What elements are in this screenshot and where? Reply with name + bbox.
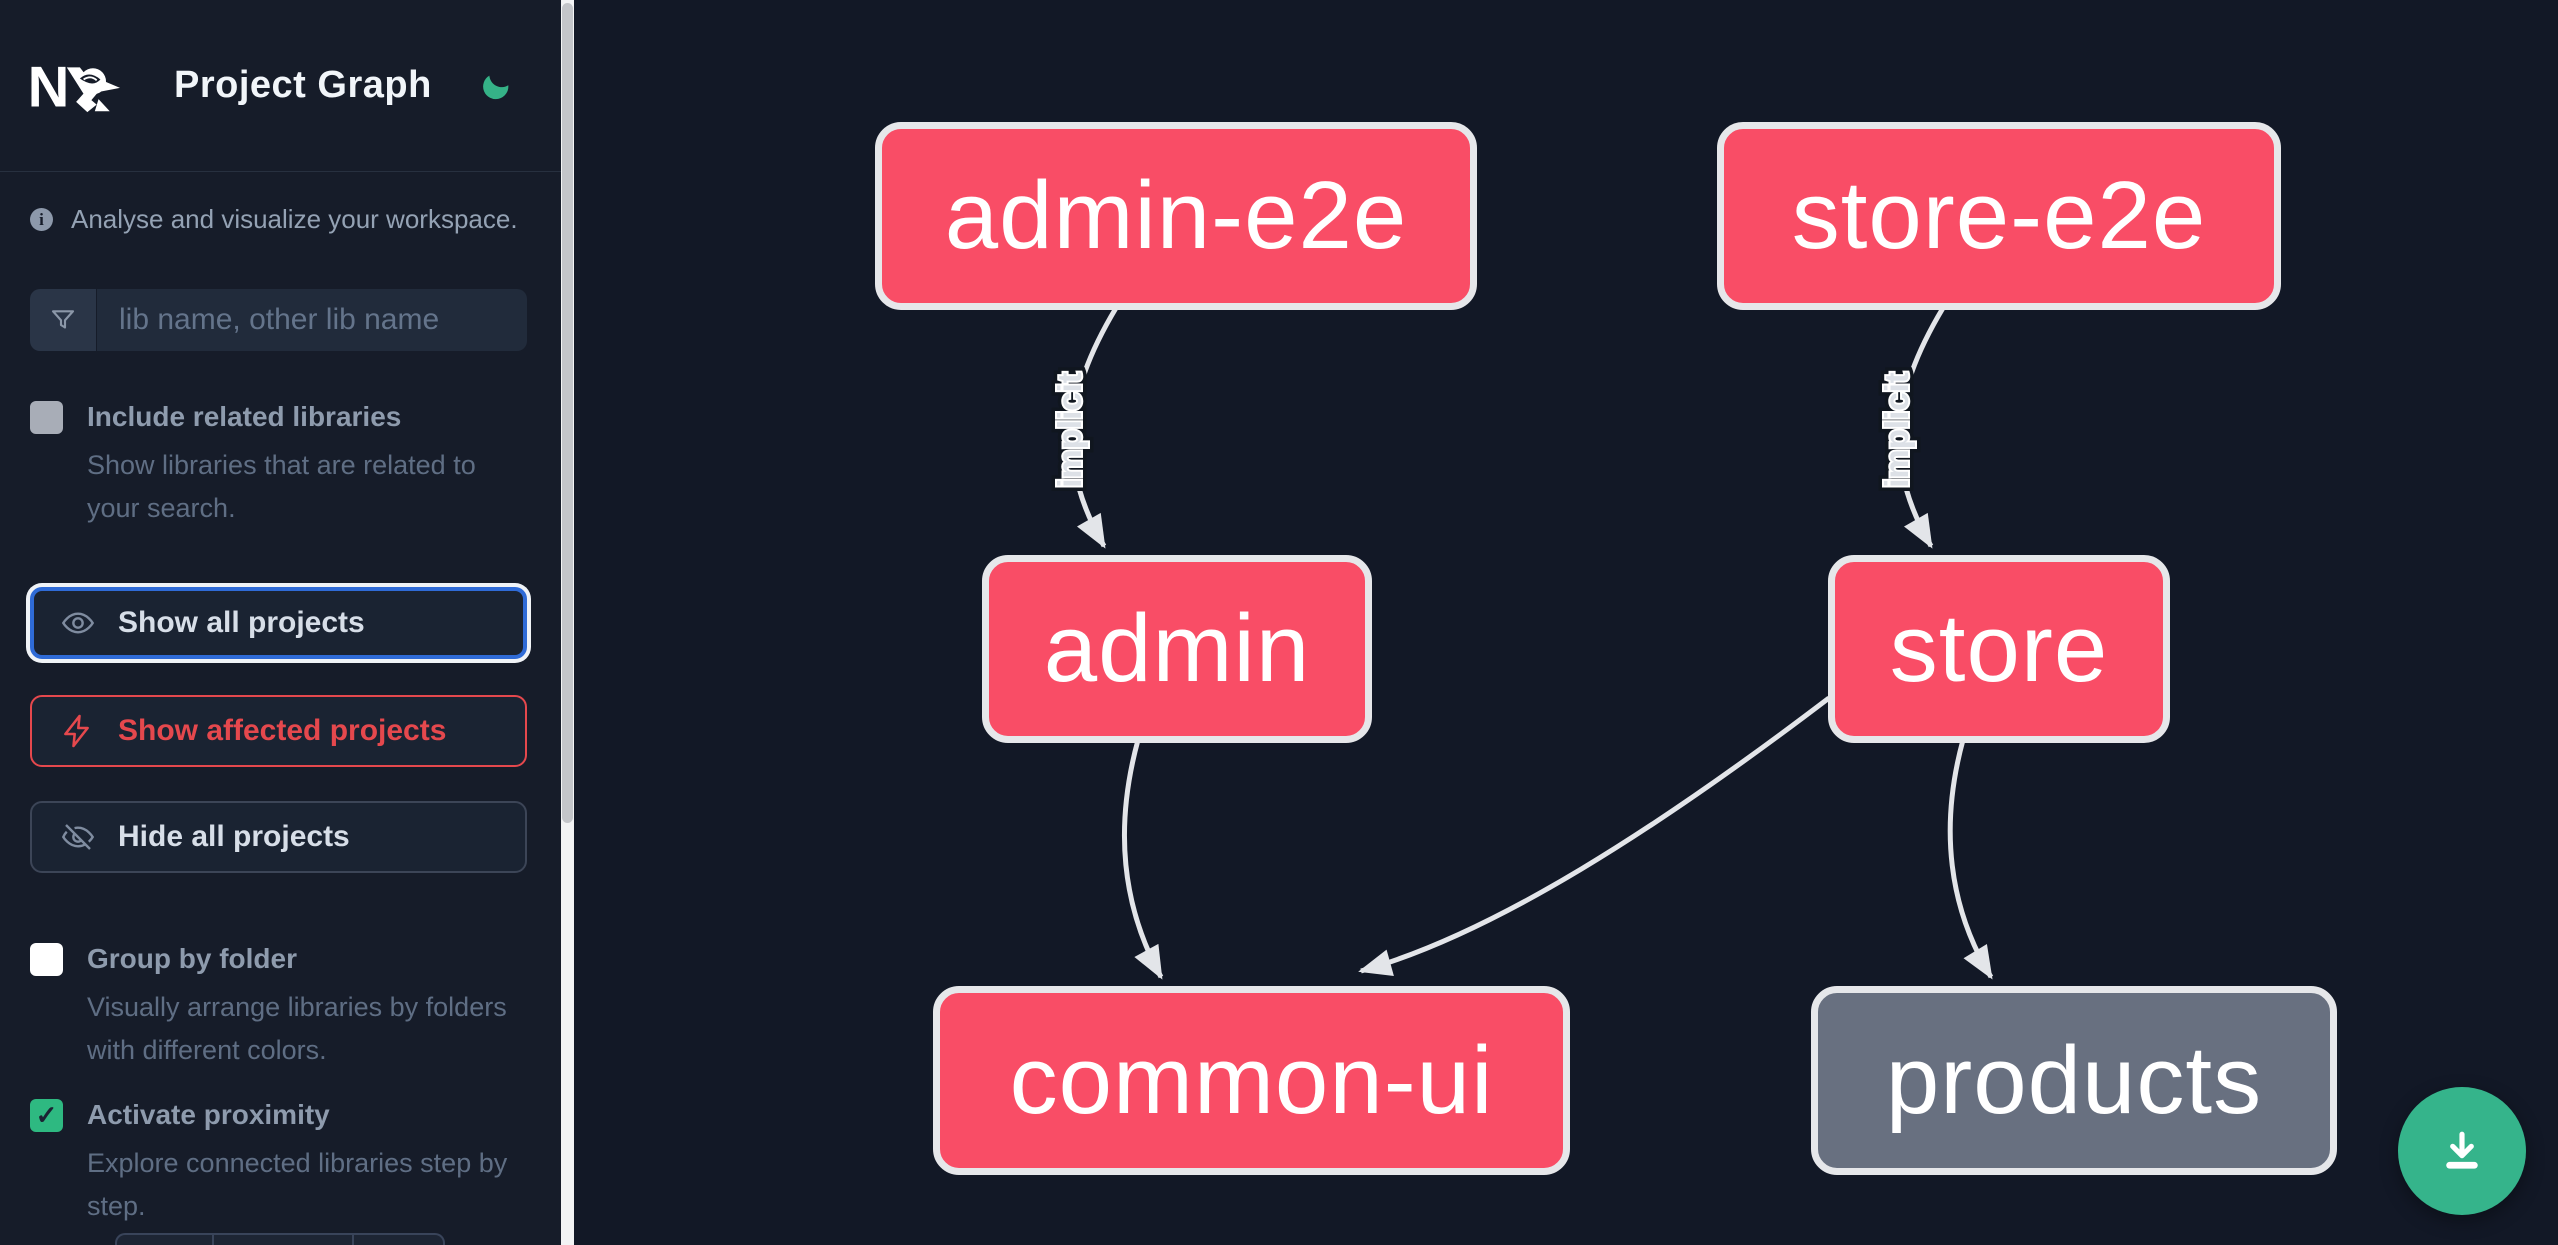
scrollbar-thumb[interactable] [562,3,573,823]
sidebar-body: i Analyse and visualize your workspace. … [0,204,561,1229]
workspace-tagline-row: i Analyse and visualize your workspace. [30,204,527,235]
nx-logo: N [30,58,120,114]
svg-text:implicit: implicit [1051,372,1088,488]
download-graph-button[interactable] [2398,1087,2526,1215]
toggle-description: Explore connected libraries step by step… [87,1147,508,1222]
button-label: Show all projects [118,606,365,640]
svg-text:N: N [30,58,69,114]
graph-node-admin-e2e[interactable]: admin-e2e [875,122,1477,310]
edge-admin-to-common-ui[interactable] [1121,739,1164,980]
theme-toggle-button[interactable] [479,67,513,105]
graph-node-store[interactable]: store [1828,555,2170,743]
filter-projects-input[interactable] [97,289,527,351]
graph-node-store-e2e[interactable]: store-e2e [1717,122,2281,310]
info-icon: i [30,208,53,231]
edge-label-implicit-2: implicit implicit implicit [1873,367,1921,494]
toggle-group-by-folder: Group by folder Visually arrange librari… [30,939,527,1073]
show-all-projects-button[interactable]: Show all projects [30,587,527,660]
toggle-label: Group by folder [87,943,297,975]
button-label: Hide all projects [118,820,350,854]
svg-text:implicit: implicit [1878,372,1915,488]
project-filter [30,289,527,351]
funnel-icon [30,289,97,351]
toggle-description: Show libraries that are related to your … [87,449,476,524]
sidebar-scrollbar[interactable] [561,0,574,1245]
include-related-checkbox[interactable] [30,401,63,434]
eye-off-icon [60,819,96,855]
graph-node-admin[interactable]: admin [982,555,1372,743]
sidebar-header: N Project Graph [0,0,561,172]
edge-store-to-common-ui[interactable] [1358,696,1831,977]
page-title: Project Graph [174,64,432,106]
toggle-activate-proximity: ✓ Activate proximity Explore connected l… [30,1095,527,1229]
toggle-label: Include related libraries [87,401,402,432]
sidebar: N Project Graph i Analyse an [0,0,561,1245]
edge-label-implicit-1: implicit implicit implicit [1046,367,1094,494]
activate-proximity-checkbox[interactable]: ✓ [30,1099,63,1133]
toggle-description: Visually arrange libraries by folders wi… [87,991,507,1066]
show-affected-projects-button[interactable]: Show affected projects [30,695,527,768]
edge-admin-e2e-to-admin[interactable] [1069,306,1119,549]
svg-text:implicit: implicit [1878,372,1915,488]
moon-icon [483,75,509,99]
toggle-include-related: Include related libraries Show libraries… [30,397,527,531]
toggle-label: Activate proximity [87,1099,330,1131]
eye-icon [60,605,96,641]
hide-all-projects-button[interactable]: Hide all projects [30,801,527,874]
edge-store-e2e-to-store[interactable] [1896,306,1946,549]
proximity-depth-stepper[interactable] [115,1233,445,1245]
svg-text:implicit: implicit [1051,372,1088,488]
edge-store-to-products[interactable] [1947,739,1994,980]
bolt-icon [60,713,96,749]
svg-text:implicit: implicit [1051,372,1088,488]
download-icon [2446,1131,2478,1169]
svg-text:implicit: implicit [1878,372,1915,488]
workspace-tagline: Analyse and visualize your workspace. [71,204,518,234]
button-label: Show affected projects [118,714,447,748]
graph-node-products[interactable]: products [1811,986,2337,1175]
group-by-folder-checkbox[interactable] [30,943,63,977]
graph-node-common-ui[interactable]: common-ui [933,986,1570,1175]
